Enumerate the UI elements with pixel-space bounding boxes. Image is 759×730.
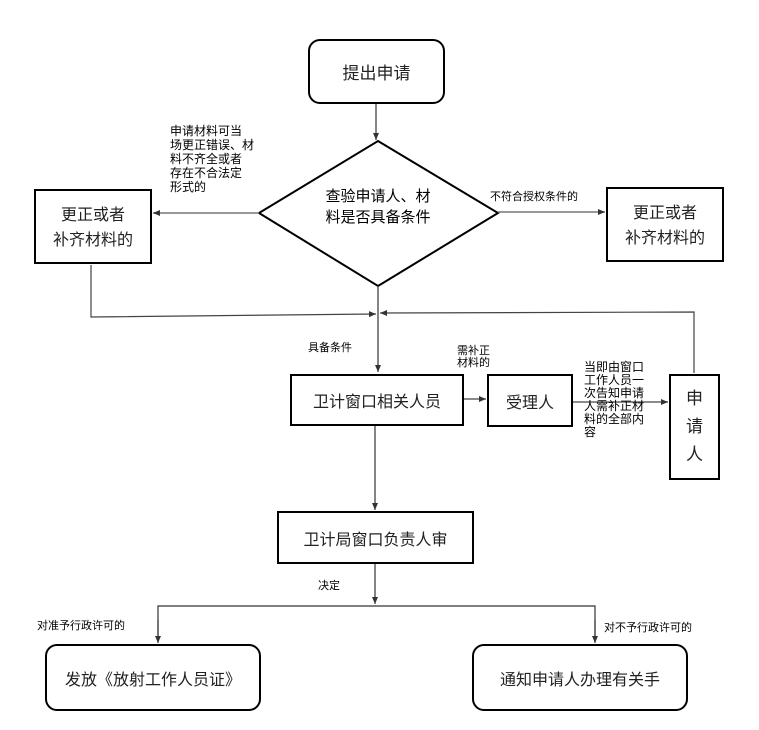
correct-right-node: 更正或者 补齐材料的 [606, 187, 724, 262]
decide-label: 决定 [318, 579, 340, 592]
correct-right-line-2: 补齐材料的 [624, 227, 705, 247]
left-condition-line: 形式的 [170, 180, 207, 194]
acceptor-node: 受理人 [487, 374, 573, 427]
window-staff-label: 卫计窗口相关人员 [312, 392, 441, 411]
connector-split [157, 605, 596, 642]
needs-correction-line: 需补正 [457, 344, 490, 357]
start-label: 提出申请 [342, 64, 411, 84]
correct-right-line-1: 更正或者 [632, 202, 697, 222]
decision-line-2: 料是否具备条件 [325, 208, 431, 226]
correct-left-node: 更正或者 补齐材料的 [34, 189, 152, 264]
left-condition-line: 申请材料可当 [170, 124, 243, 138]
issue-label: 发放《放射工作人员证》 [64, 669, 241, 689]
correct-left-line-1: 更正或者 [60, 204, 125, 224]
approve-label: 对准予行政许可的 [37, 619, 125, 632]
notify-once-label: 当即由窗口 工作人员一 次告知申请 人需补正材 料的全部内 容 [584, 361, 656, 439]
notify-once-line: 工作人员一 [584, 373, 645, 387]
notify-once-line: 人需补正材 [584, 399, 645, 413]
notify-once-line: 次告知申请 [584, 386, 645, 400]
left-condition-line: 场更正错误、材 [170, 138, 255, 152]
connector-applicant-loop [379, 309, 695, 373]
meets-condition-label: 具备条件 [308, 341, 352, 354]
decision-text: 查验申请人、材 料是否具备条件 [300, 186, 456, 228]
connector-left-loop [90, 265, 377, 318]
start-node: 提出申请 [308, 39, 445, 104]
window-staff-node: 卫计窗口相关人员 [290, 374, 464, 426]
left-condition-line: 料不齐全或者 [170, 152, 243, 166]
notify-label: 通知申请人办理有关手 [499, 669, 660, 689]
right-condition-label: 不符合授权条件的 [490, 190, 578, 203]
notify-once-line: 当即由窗口 [584, 360, 645, 374]
applicant-line-1: 申 [686, 389, 703, 409]
issue-node: 发放《放射工作人员证》 [45, 644, 261, 711]
left-condition-line: 存在不合法定 [170, 166, 243, 180]
applicant-line-2: 请 [686, 417, 703, 437]
applicant-node: 申 请 人 [669, 374, 720, 480]
applicant-line-3: 人 [686, 445, 703, 465]
needs-correction-line: 材料的 [457, 356, 490, 369]
decision-line-1: 查验申请人、材 [325, 187, 431, 205]
review-label: 卫计局窗口负责人审 [303, 529, 448, 549]
notify-node: 通知申请人办理有关手 [472, 644, 688, 711]
notify-once-line: 容 [584, 425, 597, 439]
acceptor-label: 受理人 [505, 392, 554, 412]
notify-once-line: 料的全部内 [584, 412, 645, 426]
left-condition-label: 申请材料可当 场更正错误、材 料不齐全或者 存在不合法定 形式的 [170, 124, 260, 194]
correct-left-line-2: 补齐材料的 [52, 229, 133, 249]
reject-label: 对不予行政许可的 [604, 621, 692, 634]
review-node: 卫计局窗口负责人审 [277, 511, 474, 564]
needs-correction-label: 需补正 材料的 [457, 345, 490, 369]
